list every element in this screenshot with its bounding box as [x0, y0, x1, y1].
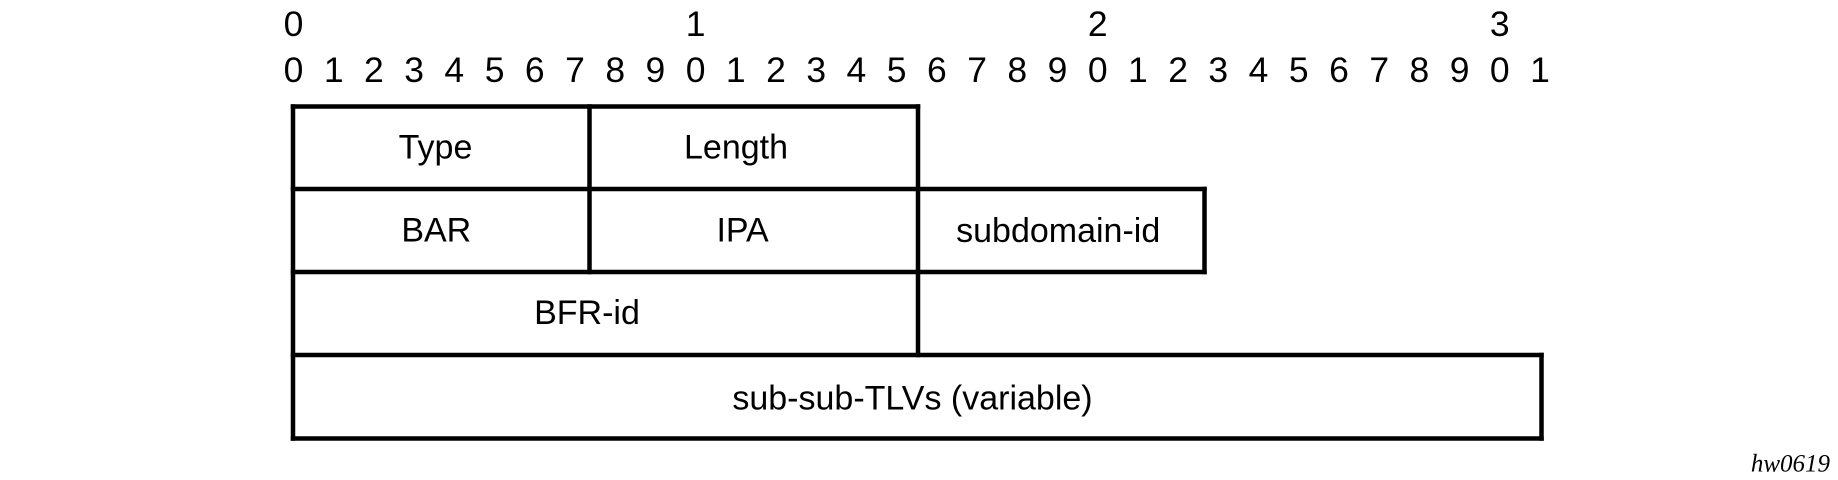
svg-text:1: 1 — [726, 50, 746, 90]
svg-text:5: 5 — [1289, 50, 1309, 90]
svg-text:5: 5 — [887, 50, 907, 90]
svg-text:8: 8 — [1007, 50, 1027, 90]
svg-text:3: 3 — [404, 50, 424, 90]
svg-text:9: 9 — [1450, 50, 1470, 90]
svg-text:2: 2 — [1088, 4, 1108, 44]
svg-text:8: 8 — [1410, 50, 1430, 90]
svg-text:0: 0 — [1490, 50, 1510, 90]
svg-text:7: 7 — [967, 50, 987, 90]
svg-text:1: 1 — [324, 50, 344, 90]
svg-text:3: 3 — [1208, 50, 1228, 90]
svg-text:4: 4 — [1249, 50, 1269, 90]
svg-text:4: 4 — [847, 50, 867, 90]
svg-text:BAR: BAR — [401, 212, 471, 250]
svg-text:3: 3 — [1490, 4, 1510, 44]
svg-text:hw0619: hw0619 — [1751, 451, 1831, 478]
svg-text:7: 7 — [565, 50, 585, 90]
svg-text:Type: Type — [399, 129, 473, 167]
svg-text:0: 0 — [284, 50, 304, 90]
svg-text:BFR-id: BFR-id — [534, 294, 640, 332]
svg-text:0: 0 — [284, 4, 304, 44]
svg-text:Length: Length — [684, 129, 788, 167]
svg-text:1: 1 — [1530, 50, 1550, 90]
svg-text:subdomain-id: subdomain-id — [956, 212, 1160, 250]
svg-text:8: 8 — [605, 50, 625, 90]
svg-text:IPA: IPA — [716, 212, 769, 250]
svg-text:1: 1 — [1128, 50, 1148, 90]
svg-text:0: 0 — [1088, 50, 1108, 90]
svg-text:9: 9 — [646, 50, 666, 90]
svg-text:2: 2 — [1168, 50, 1188, 90]
svg-text:sub-sub-TLVs (variable): sub-sub-TLVs (variable) — [732, 380, 1092, 418]
svg-text:6: 6 — [927, 50, 947, 90]
svg-text:2: 2 — [364, 50, 384, 90]
svg-text:7: 7 — [1369, 50, 1389, 90]
svg-text:6: 6 — [525, 50, 545, 90]
svg-text:0: 0 — [686, 50, 706, 90]
svg-text:5: 5 — [485, 50, 505, 90]
svg-text:4: 4 — [444, 50, 464, 90]
svg-text:9: 9 — [1048, 50, 1068, 90]
svg-text:2: 2 — [766, 50, 786, 90]
svg-text:1: 1 — [686, 4, 706, 44]
svg-text:3: 3 — [806, 50, 826, 90]
svg-text:6: 6 — [1329, 50, 1349, 90]
